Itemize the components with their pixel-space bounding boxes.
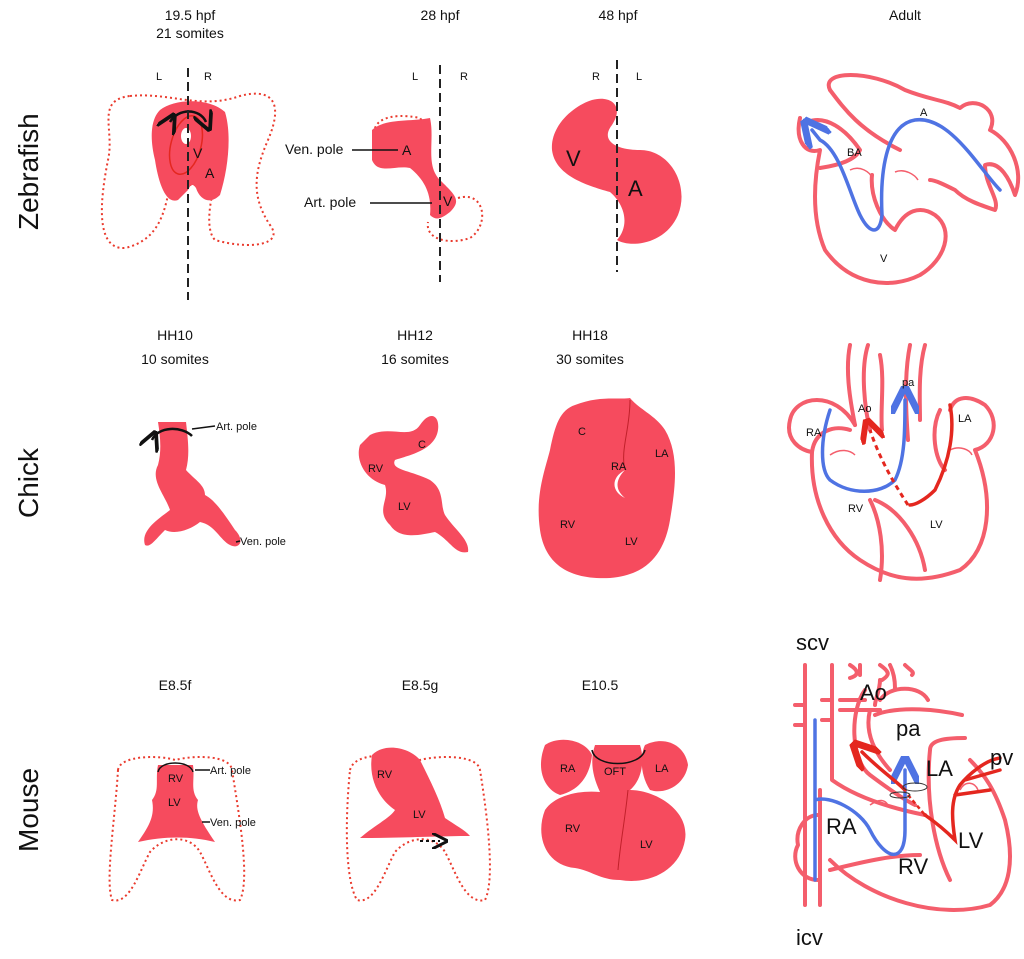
right-label: R bbox=[460, 71, 468, 83]
ventricle-label: V bbox=[566, 146, 581, 171]
left-ventricle-label: LV bbox=[640, 839, 653, 851]
row-label-mouse: Mouse bbox=[13, 768, 44, 852]
venous-pole-label: Ven. pole bbox=[210, 817, 256, 829]
zebrafish-48hpf: 48 hpf R L V A bbox=[551, 7, 682, 272]
pulmonary-artery-label: pa bbox=[902, 377, 915, 389]
right-ventricle-label: RV bbox=[565, 823, 581, 835]
aorta-label: Ao bbox=[860, 680, 887, 705]
right-atrium-label: RA bbox=[826, 814, 857, 839]
bulbus-arteriosus-label: BA bbox=[847, 147, 862, 159]
stage-title: Adult bbox=[889, 7, 921, 23]
left-atrium-label: LA bbox=[926, 756, 953, 781]
mouse-e8-5f: E8.5f RV LV Art. pole Ven. pole bbox=[108, 677, 256, 902]
arterial-pole-label: Art. pole bbox=[210, 765, 251, 777]
atrium-label: A bbox=[628, 176, 643, 201]
stage-title: 48 hpf bbox=[599, 7, 638, 23]
right-atrium-label: RA bbox=[611, 461, 627, 473]
right-ventricle-label: RV bbox=[168, 773, 184, 785]
ventricle-label: V bbox=[443, 193, 453, 209]
stage-title: HH18 bbox=[572, 327, 608, 343]
left-atrium-label: LA bbox=[958, 413, 972, 425]
zebrafish-19-5hpf: 19.5 hpf 21 somites L R V A bbox=[100, 7, 277, 300]
mouse-e10-5: E10.5 RA OFT LA RV LV bbox=[540, 677, 688, 881]
stage-title: E10.5 bbox=[582, 677, 619, 693]
row-label-chick: Chick bbox=[13, 447, 44, 518]
atrium-label: A bbox=[402, 142, 412, 158]
right-atrium-label: RA bbox=[806, 427, 822, 439]
right-ventricle-label: RV bbox=[898, 854, 928, 879]
right-ventricle-label: RV bbox=[377, 769, 393, 781]
left-ventricle-label: LV bbox=[930, 519, 943, 531]
left-label: L bbox=[156, 71, 162, 83]
atrium-label: A bbox=[920, 107, 928, 119]
right-ventricle-label: RV bbox=[848, 503, 864, 515]
atrium-label: A bbox=[205, 165, 215, 181]
stage-title: 28 hpf bbox=[421, 7, 460, 23]
right-label: R bbox=[204, 71, 212, 83]
left-atrium-label: LA bbox=[655, 448, 669, 460]
row-label-zebrafish: Zebrafish bbox=[13, 113, 44, 230]
stage-title: HH10 bbox=[157, 327, 193, 343]
left-label: L bbox=[412, 71, 418, 83]
conus-label: C bbox=[578, 426, 586, 438]
left-ventricle-label: LV bbox=[958, 828, 984, 853]
conus-label: C bbox=[418, 439, 426, 451]
chick-adult: pa Ao RA LA RV LV bbox=[787, 343, 996, 582]
stage-title: E8.5g bbox=[402, 677, 439, 693]
zebrafish-adult: Adult A BA V bbox=[796, 7, 1021, 285]
arterial-pole-label: Art. pole bbox=[304, 194, 356, 210]
mouse-e8-5g: E8.5g RV LV bbox=[345, 677, 491, 902]
chick-hh10: HH10 10 somites Art. pole Ven. pole bbox=[141, 327, 286, 548]
right-atrium-label: RA bbox=[560, 763, 576, 775]
venous-pole-label: Ven. pole bbox=[240, 536, 286, 548]
aorta-label: Ao bbox=[858, 403, 871, 415]
stage-subtitle: 10 somites bbox=[141, 351, 209, 367]
stage-subtitle: 16 somites bbox=[381, 351, 449, 367]
left-ventricle-label: LV bbox=[398, 501, 411, 513]
left-atrium-label: LA bbox=[655, 763, 669, 775]
pulmonary-vein-label: pv bbox=[990, 745, 1013, 770]
stage-subtitle: 21 somites bbox=[156, 25, 224, 41]
ventricle-label: V bbox=[193, 145, 203, 161]
stage-subtitle: 30 somites bbox=[556, 351, 624, 367]
arterial-pole-label: Art. pole bbox=[216, 421, 257, 433]
right-label: L bbox=[636, 71, 642, 83]
left-label: R bbox=[592, 71, 600, 83]
outflow-tract-label: OFT bbox=[604, 766, 626, 778]
right-ventricle-label: RV bbox=[560, 519, 576, 531]
stage-title: 19.5 hpf bbox=[165, 7, 216, 23]
stage-title: HH12 bbox=[397, 327, 433, 343]
chick-hh12: HH12 16 somites C RV LV bbox=[358, 327, 469, 553]
stage-title: E8.5f bbox=[159, 677, 192, 693]
chick-hh18: HH18 30 somites C RA LA RV LV bbox=[538, 327, 675, 579]
inferior-caval-vein-label: icv bbox=[796, 925, 823, 950]
mouse-adult: scv Ao pa LA pv RA RV LV icv bbox=[793, 630, 1013, 950]
zebrafish-28hpf: 28 hpf L R Ven. pole Art. pole A V bbox=[285, 7, 484, 282]
venous-pole-label: Ven. pole bbox=[285, 141, 344, 157]
pulmonary-artery-label: pa bbox=[896, 716, 921, 741]
right-ventricle-label: RV bbox=[368, 463, 384, 475]
ventricle-label: V bbox=[880, 253, 888, 265]
left-ventricle-label: LV bbox=[625, 536, 638, 548]
left-ventricle-label: LV bbox=[168, 797, 181, 809]
left-ventricle-label: LV bbox=[413, 809, 426, 821]
superior-caval-vein-label: scv bbox=[796, 630, 829, 655]
